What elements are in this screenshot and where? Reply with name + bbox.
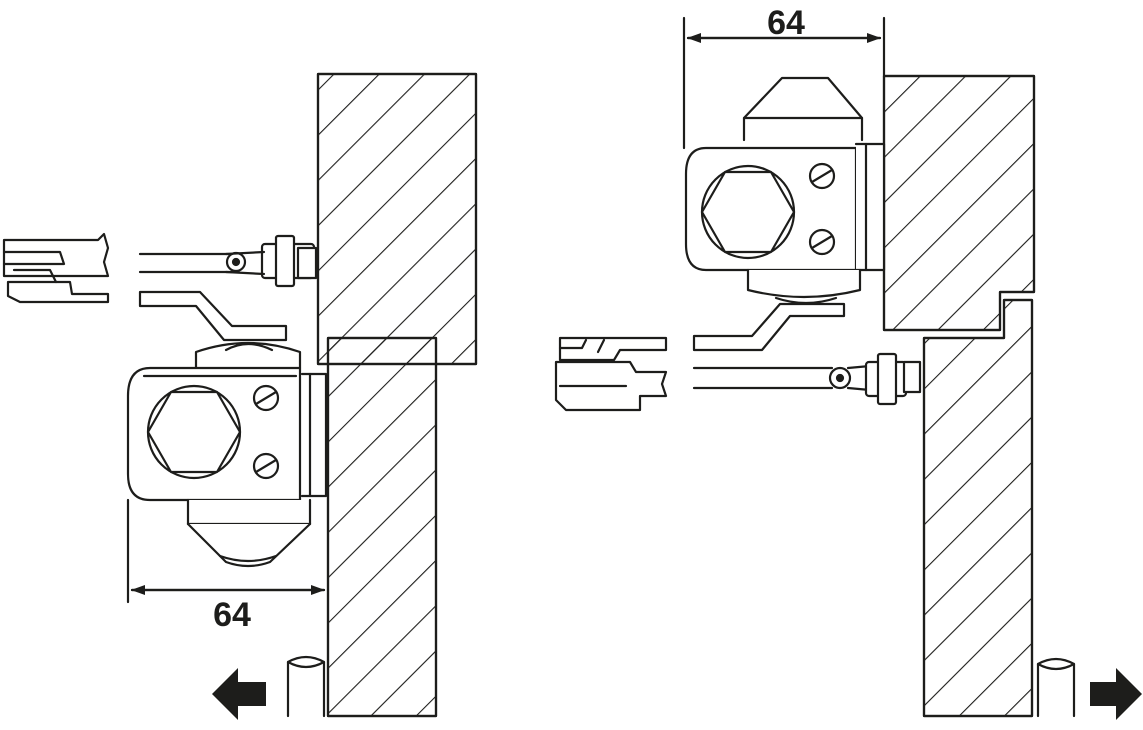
left-closer-body [126,341,328,568]
arrow-left-icon [212,668,266,720]
right-frame-block [882,74,1036,332]
right-view [554,16,1076,718]
left-second-arm [138,290,288,342]
left-arm-shoe [225,234,318,288]
left-view [2,72,478,718]
left-floor-post [286,655,326,718]
left-door-block [326,336,438,718]
left-frame-block [316,72,478,366]
right-dimension [682,16,886,150]
arrow-right-icon [1090,668,1142,720]
right-dimension-label: 64 [767,4,805,42]
left-dimension [126,498,326,604]
left-main-arm [138,252,234,274]
right-floor-post [1036,657,1076,718]
right-main-arm [692,366,834,390]
right-second-arm [692,302,846,352]
right-closer-body [684,76,886,305]
right-door-block [922,298,1034,718]
right-arm-broken-ends [554,336,668,412]
left-arm-broken-ends [2,232,110,304]
right-arm-shoe [828,352,922,406]
left-dimension-label: 64 [213,596,251,634]
